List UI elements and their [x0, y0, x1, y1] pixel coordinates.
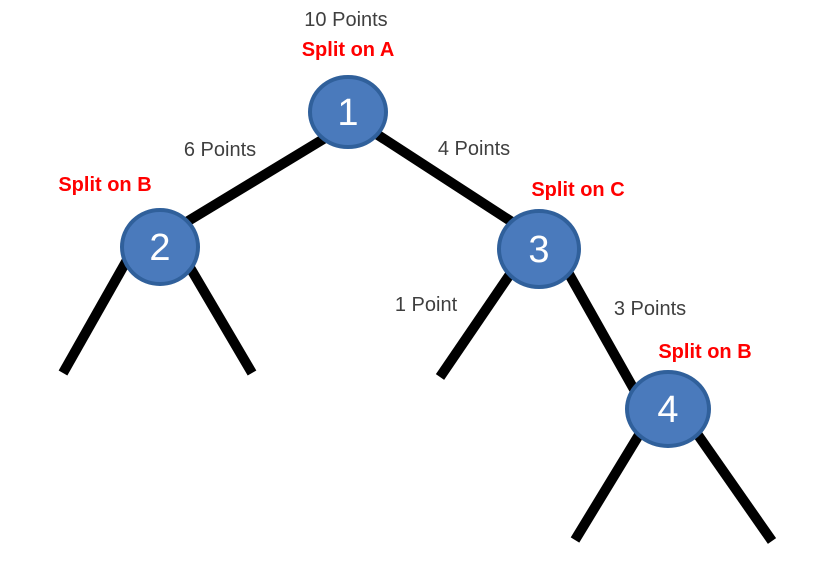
- points-labels: 10 Points 6 Points 4 Points 1 Point 3 Po…: [184, 9, 686, 320]
- node-1-circle: [308, 75, 388, 149]
- node-3: 3: [497, 209, 581, 289]
- node-3-circle: [497, 209, 581, 289]
- node-1-number: 1: [337, 92, 358, 134]
- edge-3-4-points-label: 3 Points: [614, 298, 686, 320]
- node-2-number: 2: [149, 227, 170, 269]
- edge-1-2-points-label: 6 Points: [184, 139, 256, 161]
- edge-3-leftleaf-points-label: 1 Point: [395, 294, 458, 316]
- tree-nodes: 1 2 3 4: [120, 75, 711, 448]
- node-4-number: 4: [657, 389, 678, 431]
- edge-node2-right-leaf: [180, 256, 257, 376]
- node-3-number: 3: [528, 229, 549, 271]
- node-2: 2: [120, 208, 200, 286]
- node-4-circle: [625, 370, 711, 448]
- tree-edges: [58, 119, 777, 544]
- edge-1-3-points-label: 4 Points: [438, 138, 510, 160]
- node-2-circle: [120, 208, 200, 286]
- edge-node4-left-leaf: [570, 422, 650, 543]
- split-labels: Split on A Split on B Split on C Split o…: [58, 39, 751, 363]
- node-2-split-label: Split on B: [58, 174, 151, 196]
- edge-node3-to-node4: [555, 255, 645, 403]
- edge-node3-left-leaf: [435, 261, 522, 380]
- node-4: 4: [625, 370, 711, 448]
- node-1: 1: [308, 75, 388, 149]
- node-1-split-label: Split on A: [302, 39, 395, 61]
- edge-node4-right-leaf: [686, 422, 777, 544]
- edge-node1-to-node3: [358, 119, 532, 238]
- node-4-split-label: Split on B: [658, 341, 751, 363]
- edge-node2-left-leaf: [58, 257, 132, 376]
- edge-node1-to-node2: [167, 124, 343, 237]
- root-points-label: 10 Points: [304, 9, 387, 31]
- node-3-split-label: Split on C: [531, 179, 624, 201]
